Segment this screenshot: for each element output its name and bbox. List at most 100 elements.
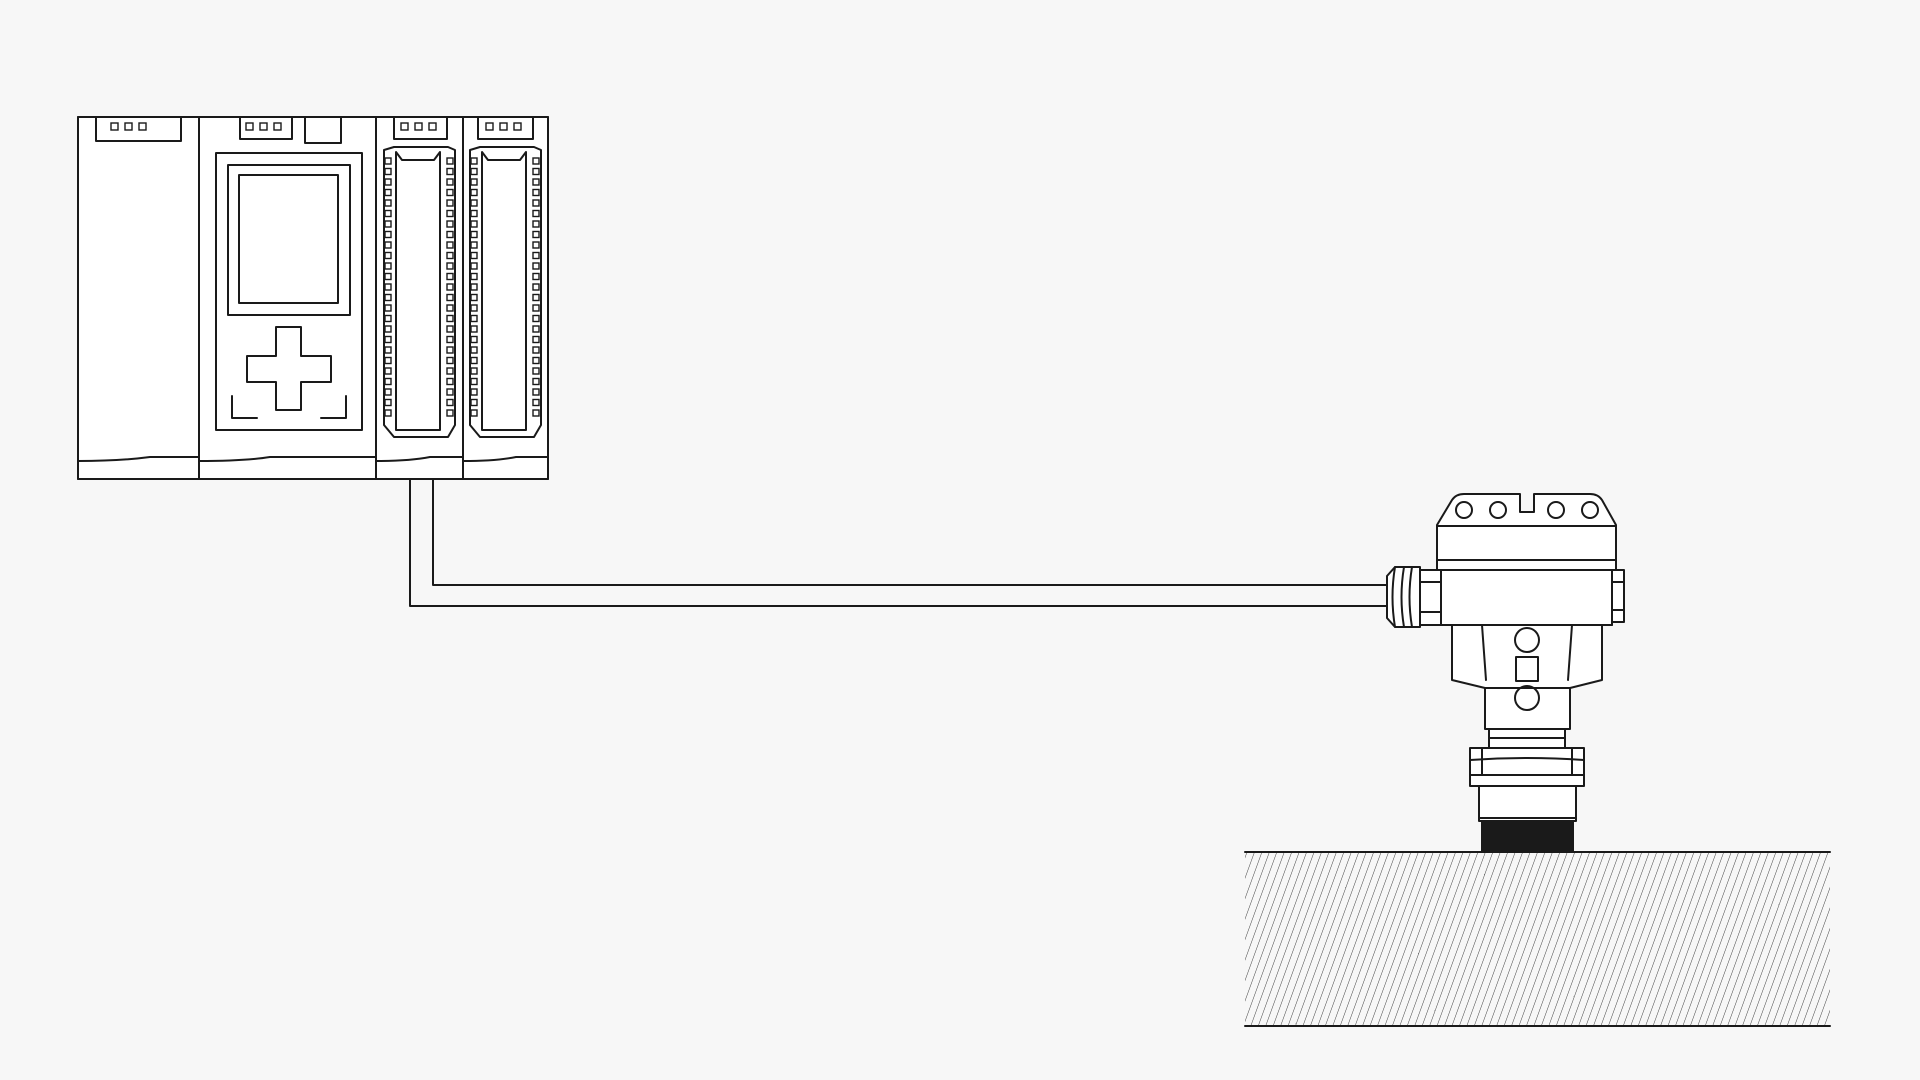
terminal-pin [446,251,454,260]
terminal-pin [446,398,454,407]
cpu-display [238,174,339,304]
terminal-pin [532,178,540,186]
terminal-pin [384,335,392,344]
terminal-pin [446,293,454,302]
terminal-pin [532,230,540,239]
terminal-pin [470,314,478,323]
terminal-pin [470,356,478,365]
terminal-pin [532,272,540,281]
terminal-pin [470,262,478,270]
terminal-pin [470,188,478,197]
terminal-pin [470,293,478,302]
terminal-pin [470,304,478,312]
terminal-pin [532,325,540,333]
terminal-pin [384,209,392,218]
terminal-pin [384,388,392,396]
terminal-pin [446,241,454,249]
two-wire-cable [409,478,1388,607]
level-transmitter [1386,493,1625,852]
terminal-pin [446,188,454,197]
terminal-pin [532,209,540,218]
io-module-2 [462,116,549,480]
terminal-pin [384,272,392,281]
terminal-pin [446,356,454,365]
terminal-pin [470,220,478,228]
terminal-pin [470,157,478,165]
terminal-pin [532,367,540,375]
terminal-pin [384,409,392,417]
terminal-pin [384,220,392,228]
terminal-pin [446,325,454,333]
terminal-pin [446,167,454,176]
terminal-pin [470,367,478,375]
terminal-pin [384,356,392,365]
terminal-pin [470,251,478,260]
terminal-pin [532,409,540,417]
terminal-pin [470,272,478,281]
terminal-pin [532,398,540,407]
terminal-pin [532,262,540,270]
terminal-pin [470,167,478,176]
terminal-pin [446,230,454,239]
terminal-pin [446,377,454,386]
terminal-pin [470,398,478,407]
terminal-pin [384,230,392,239]
terminal-pin [446,367,454,375]
terminal-pin [446,199,454,207]
terminal-pin [470,199,478,207]
sensor-thread [1481,821,1574,852]
terminal-pin [384,377,392,386]
hatched-ground-surface [1244,851,1831,1027]
io-module-1 [375,116,464,480]
terminal-pin [446,178,454,186]
terminal-pin [532,167,540,176]
terminal-pin [470,409,478,417]
terminal-pin [446,157,454,165]
terminal-pin [446,262,454,270]
terminal-pin [470,283,478,291]
terminal-pin [446,409,454,417]
terminal-pin [384,325,392,333]
terminal-pin [384,178,392,186]
terminal-pin [532,356,540,365]
terminal-pin [446,335,454,344]
terminal-pin [532,346,540,354]
terminal-pin [384,314,392,323]
terminal-pin [384,157,392,165]
terminal-pin [384,199,392,207]
terminal-pin [532,251,540,260]
power-supply-module [77,116,200,480]
terminal-pin [470,377,478,386]
terminal-pin [532,188,540,197]
terminal-pin [532,241,540,249]
terminal-pin [470,230,478,239]
terminal-pin [532,199,540,207]
plc-rack [77,116,549,480]
terminal-pin [384,293,392,302]
cpu-module [198,116,377,480]
terminal-pin [532,304,540,312]
terminal-pin [470,346,478,354]
terminal-pin [384,241,392,249]
terminal-pin [384,283,392,291]
terminal-pin [446,272,454,281]
terminal-pin [384,304,392,312]
terminal-pin [470,388,478,396]
terminal-pin [384,346,392,354]
terminal-pin [446,209,454,218]
terminal-pin [532,388,540,396]
terminal-pin [446,346,454,354]
terminal-pin [470,325,478,333]
terminal-pin [532,220,540,228]
cpu-navigation-cross [246,326,332,411]
terminal-pin [532,157,540,165]
terminal-pin [384,167,392,176]
terminal-pin [384,398,392,407]
terminal-pin [446,220,454,228]
terminal-pin [532,377,540,386]
terminal-pin [532,293,540,302]
terminal-pin [532,314,540,323]
terminal-pin [446,388,454,396]
terminal-pin [384,367,392,375]
